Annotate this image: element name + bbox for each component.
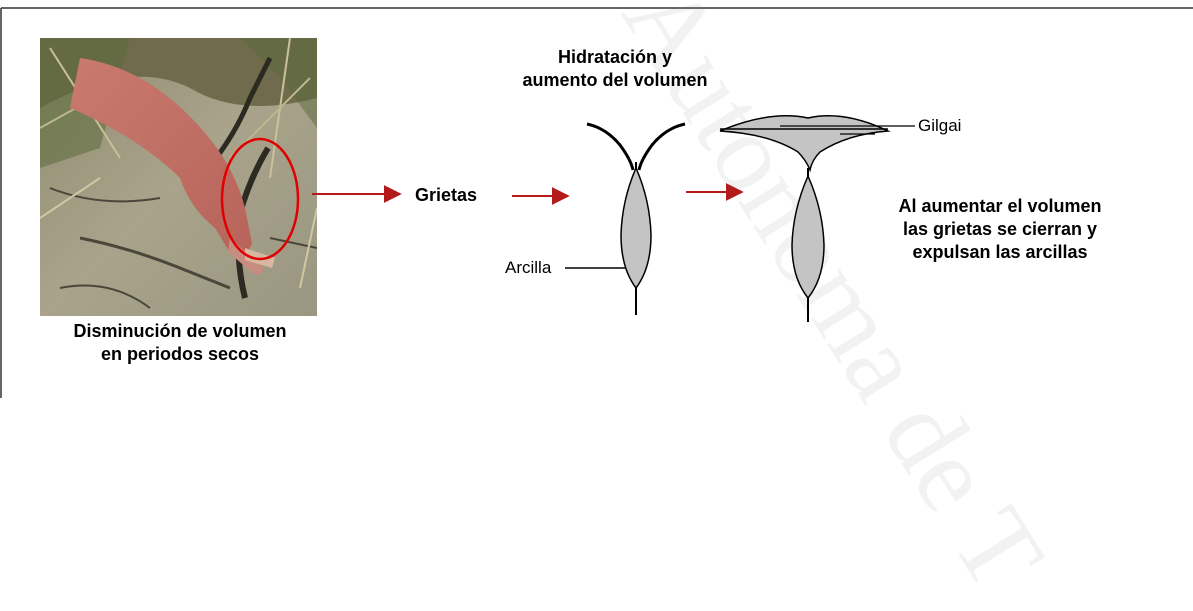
result-text-line2: las grietas se cierran y <box>850 218 1150 241</box>
hydration-title-line2: aumento del volumen <box>490 69 740 92</box>
hydration-title-line1: Hidratación y <box>490 46 740 69</box>
gilgai-label: Gilgai <box>918 116 961 136</box>
clay-lens-1 <box>621 168 651 288</box>
result-text-line1: Al aumentar el volumen <box>850 195 1150 218</box>
result-text-line3: expulsan las arcillas <box>850 241 1150 264</box>
arcilla-label: Arcilla <box>505 258 551 278</box>
clay-lens-2 <box>792 176 824 298</box>
result-text: Al aumentar el volumen las grietas se ci… <box>850 195 1150 264</box>
open-crack-diagram <box>587 124 685 315</box>
grietas-label: Grietas <box>415 184 477 207</box>
gilgai-mound <box>720 116 888 170</box>
hydration-title: Hidratación y aumento del volumen <box>490 46 740 92</box>
